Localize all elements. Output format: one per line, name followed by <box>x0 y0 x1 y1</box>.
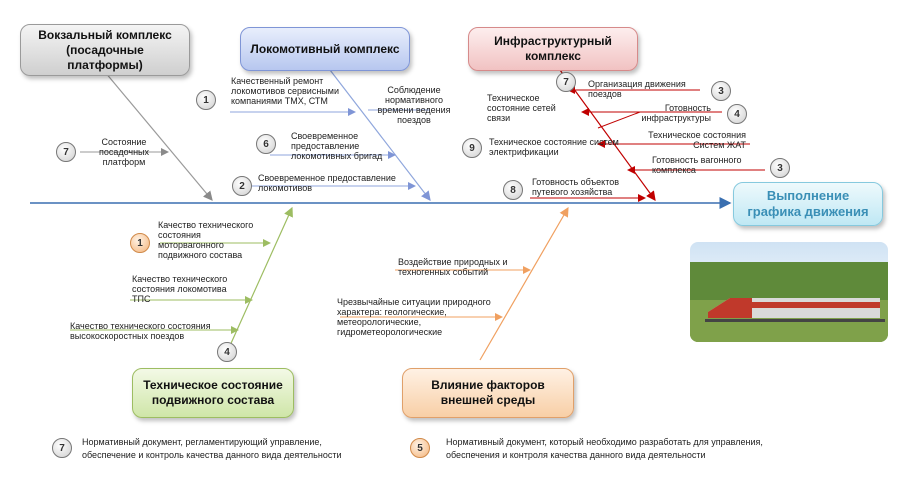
environment-box: Влияние факторов внешней среды <box>402 368 574 418</box>
legend-orange-text-2: обеспечения и контроля качества данного … <box>446 450 706 460</box>
badge-wagon: 3 <box>770 158 790 178</box>
legend-grey-badge: 7 <box>52 438 72 458</box>
label-highspeed: Качество технического состояния высокоск… <box>70 321 211 341</box>
label-natural: Воздействие природных и техногенных собы… <box>398 257 508 277</box>
label-mvps: Качество технического состояния моторваг… <box>158 220 254 260</box>
badge-traffic: 3 <box>711 81 731 101</box>
legend-orange-badge: 5 <box>410 438 430 458</box>
label-crews: Своевременное предоставление локомотивны… <box>291 131 383 161</box>
badge-platforms: 7 <box>56 142 76 162</box>
badge-elec: 9 <box>462 138 482 158</box>
badge-repair: 1 <box>196 90 216 110</box>
badge-mvps: 1 <box>130 233 150 253</box>
train-photo <box>690 242 888 342</box>
rolling-stock-box: Техническое состояние подвижного состава <box>132 368 294 418</box>
train-illustration <box>690 262 888 342</box>
legend-orange-text-1: Нормативный документ, который необходимо… <box>446 437 763 447</box>
infrastructure-box: Инфраструктурный комплекс <box>468 27 638 71</box>
locomotive-bone <box>329 69 431 201</box>
label-platforms: Состояние посадочных платформ <box>98 137 150 167</box>
legend-grey-text-2: обеспечение и контроль качества данного … <box>82 450 342 460</box>
badge-crews: 6 <box>256 134 276 154</box>
station-box: Вокзальный комплекс (посадочные платформ… <box>20 24 190 76</box>
label-infra-ready: Готовность инфраструктуры <box>641 103 711 123</box>
infrastructure-bone <box>559 69 656 201</box>
label-emergency: Чрезвычайные ситуации природного характе… <box>337 297 491 337</box>
label-repair: Качественный ремонт локомотивов сервисны… <box>231 76 339 106</box>
label-loco-provision: Своевременное предоставление локомотивов <box>258 173 396 193</box>
legend-grey-text-1: Нормативный документ, регламентирующий у… <box>82 437 322 447</box>
badge-loco: 2 <box>232 176 252 196</box>
station-bone <box>104 71 213 201</box>
badge-infra: 4 <box>727 104 747 124</box>
label-comm: Техническое состояние сетей связи <box>487 93 556 123</box>
label-track: Готовность объектов путевого хозяйства <box>532 177 620 197</box>
badge-track: 8 <box>503 180 523 200</box>
label-tps: Качество технического состояния локомоти… <box>132 274 228 304</box>
locomotive-box: Локомотивный комплекс <box>240 27 410 71</box>
label-zhat: Техническое состояния Систем ЖАТ <box>648 130 746 150</box>
badge-comm: 7 <box>556 72 576 92</box>
label-wagon-ready: Готовность вагонного комплекса <box>652 155 742 175</box>
badge-highspeed: 4 <box>217 342 237 362</box>
label-electrification: Техническое состояние систем электрифика… <box>489 137 619 157</box>
environment-bone <box>479 206 569 361</box>
label-timing: Соблюдение нормативного времени ведения … <box>377 85 451 125</box>
result-box: Выполнение графика движения <box>733 182 883 226</box>
label-traffic-org: Организация движения поездов <box>588 79 686 99</box>
